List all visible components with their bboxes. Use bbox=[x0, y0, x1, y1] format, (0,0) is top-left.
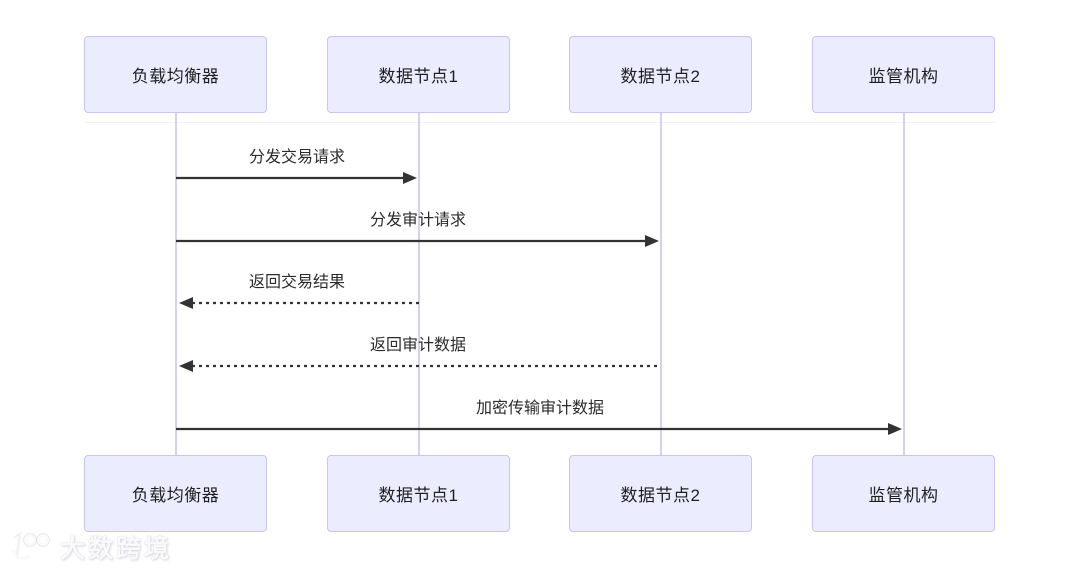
watermark-brand-text: 大数跨境 bbox=[60, 535, 173, 563]
watermark-logo-100-icon bbox=[11, 531, 50, 560]
actor-label: 负载均衡器 bbox=[131, 67, 220, 86]
actor-label: 数据节点2 bbox=[620, 67, 701, 86]
message-label-2: 分发审计请求 bbox=[369, 212, 467, 229]
actor-bottom-data-node-1: 数据节点1 bbox=[327, 455, 510, 532]
faint-horizontal-divider bbox=[85, 122, 996, 123]
actor-label: 数据节点2 bbox=[620, 486, 701, 505]
actor-bottom-data-node-2: 数据节点2 bbox=[569, 455, 752, 532]
actor-label: 数据节点1 bbox=[378, 486, 459, 505]
message-arrow-5 bbox=[176, 423, 902, 435]
message-arrow-3 bbox=[179, 297, 419, 309]
message-label-1: 分发交易请求 bbox=[248, 149, 346, 166]
actor-label: 数据节点1 bbox=[378, 67, 459, 86]
actor-top-data-node-1: 数据节点1 bbox=[327, 36, 510, 113]
message-label-5: 加密传输审计数据 bbox=[475, 400, 605, 417]
message-label-3: 返回交易结果 bbox=[248, 274, 346, 291]
actor-top-data-node-2: 数据节点2 bbox=[569, 36, 752, 113]
message-arrow-2 bbox=[176, 235, 659, 247]
message-label-4: 返回审计数据 bbox=[369, 337, 467, 354]
actor-label: 监管机构 bbox=[868, 486, 939, 505]
message-arrow-1 bbox=[176, 172, 417, 184]
watermark: 大数跨境 bbox=[8, 529, 172, 565]
actor-label: 监管机构 bbox=[868, 67, 939, 86]
actor-bottom-regulator: 监管机构 bbox=[812, 455, 995, 532]
actor-label: 负载均衡器 bbox=[131, 486, 220, 505]
actor-top-regulator: 监管机构 bbox=[812, 36, 995, 113]
actor-bottom-load-balancer: 负载均衡器 bbox=[84, 455, 267, 532]
message-arrow-4 bbox=[179, 360, 661, 372]
actor-top-load-balancer: 负载均衡器 bbox=[84, 36, 267, 113]
